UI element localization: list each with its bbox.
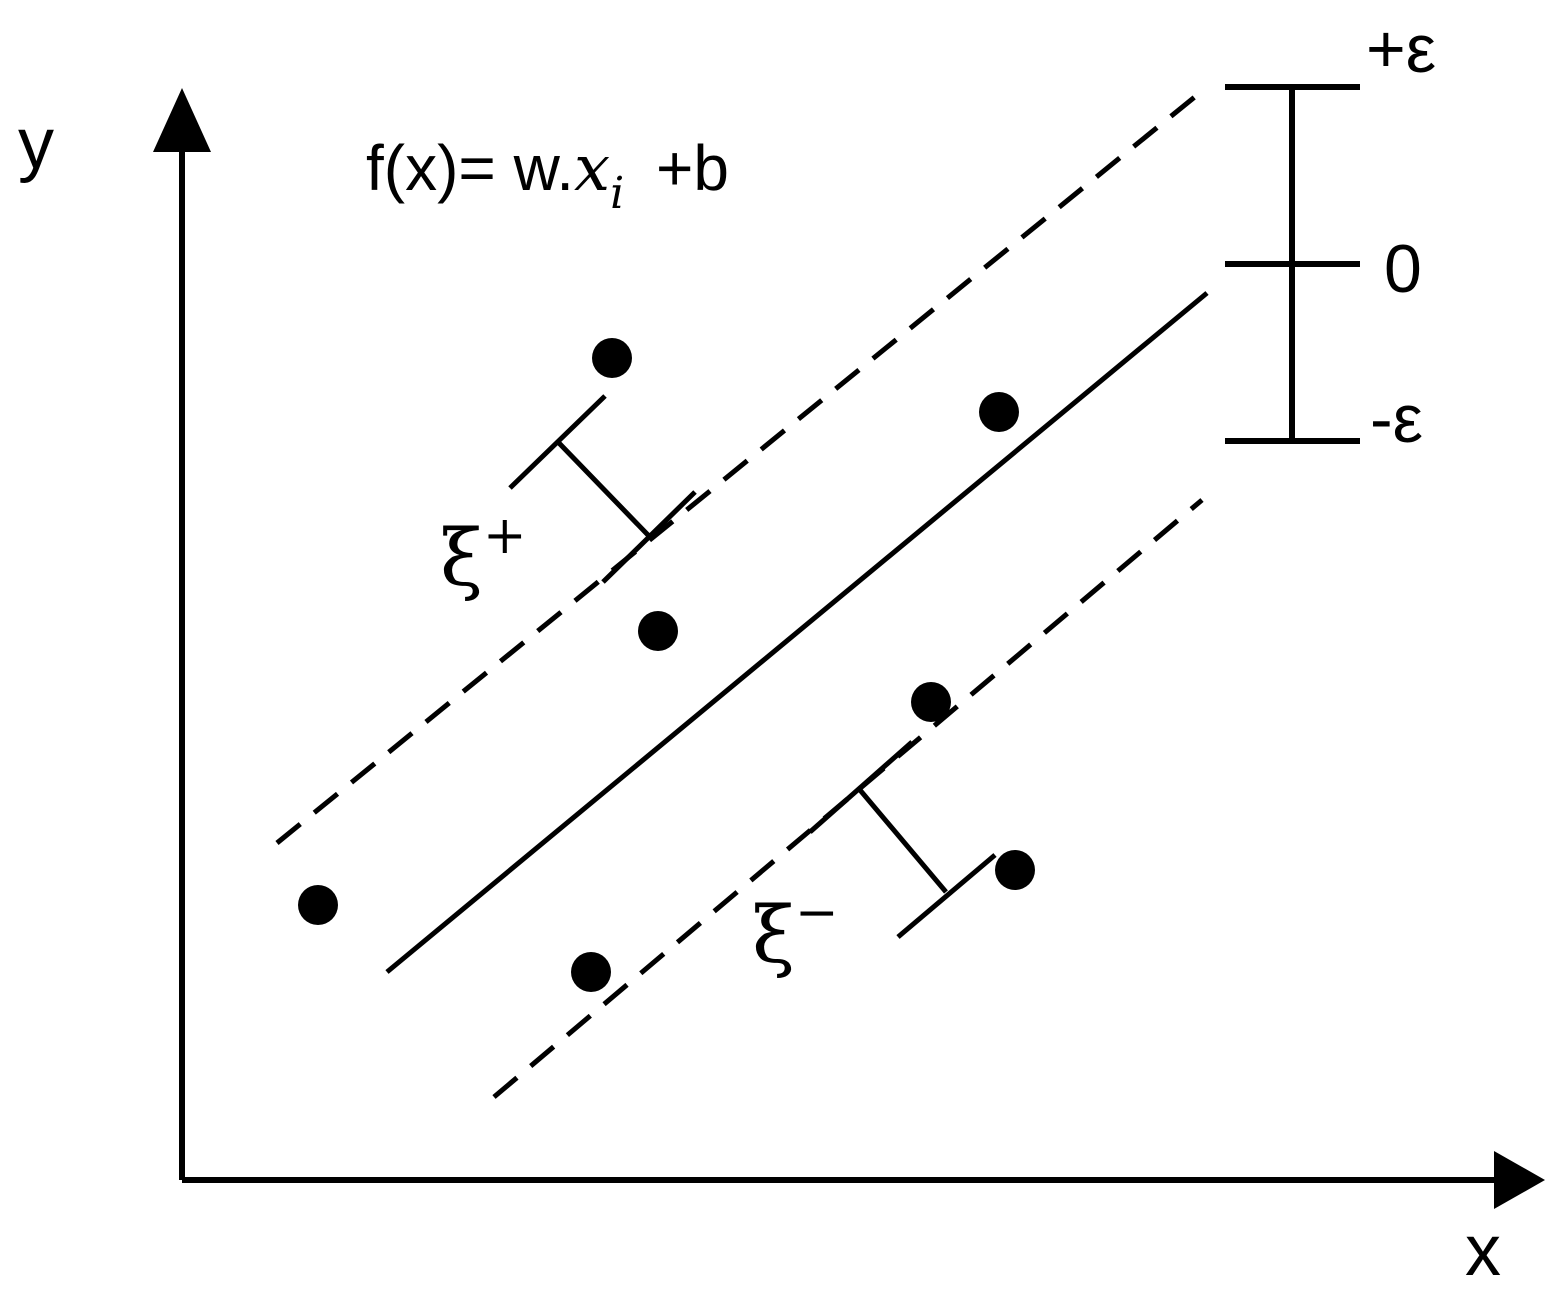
formula-prefix: f(x)= w. (366, 132, 574, 204)
slack-plus-cap-inner (601, 490, 697, 584)
epsilon-scale-bar (1225, 84, 1360, 444)
formula-suffix: +b (638, 132, 729, 204)
slack-plus-symbol: ξ (440, 514, 483, 604)
regression-line (385, 291, 1209, 974)
slack-plus-label: ξ+ (440, 506, 527, 604)
slack-minus-cap-inner (808, 740, 914, 834)
slack-plus-stem (556, 440, 650, 537)
y-axis-label: y (18, 104, 54, 184)
axes (179, 140, 1505, 1183)
plus-epsilon-label: +ε (1366, 11, 1436, 87)
slack-plus-superscript: + (483, 506, 527, 566)
x-axis-arrowhead (1494, 1151, 1545, 1209)
regression-formula: f(x)= w.xi +b (366, 132, 729, 219)
slack-minus-cap-outer (896, 853, 997, 939)
data-point (638, 611, 678, 651)
data-point (298, 885, 338, 925)
data-points (298, 338, 1035, 992)
slack-plus-indicator (508, 394, 697, 584)
slack-minus-superscript: − (795, 883, 839, 943)
data-point (571, 952, 611, 992)
data-point (995, 850, 1035, 890)
minus-epsilon-label: -ε (1370, 381, 1423, 457)
slack-minus-label: ξ− (752, 883, 839, 981)
y-axis-arrowhead (153, 88, 211, 152)
regression-tube (275, 85, 1209, 1099)
zero-label: 0 (1384, 231, 1422, 307)
lower-epsilon-boundary (492, 498, 1204, 1099)
slack-plus-cap-outer (508, 394, 607, 490)
data-point (592, 338, 632, 378)
slack-minus-stem (858, 788, 948, 894)
data-point (979, 392, 1019, 432)
x-axis-label: x (1465, 1211, 1501, 1291)
upper-epsilon-boundary (275, 85, 1209, 845)
formula-subscript: i (610, 168, 624, 219)
data-point (911, 682, 951, 722)
slack-minus-indicator (808, 740, 997, 939)
formula-variable: x (574, 132, 610, 206)
slack-minus-symbol: ξ (752, 891, 795, 981)
